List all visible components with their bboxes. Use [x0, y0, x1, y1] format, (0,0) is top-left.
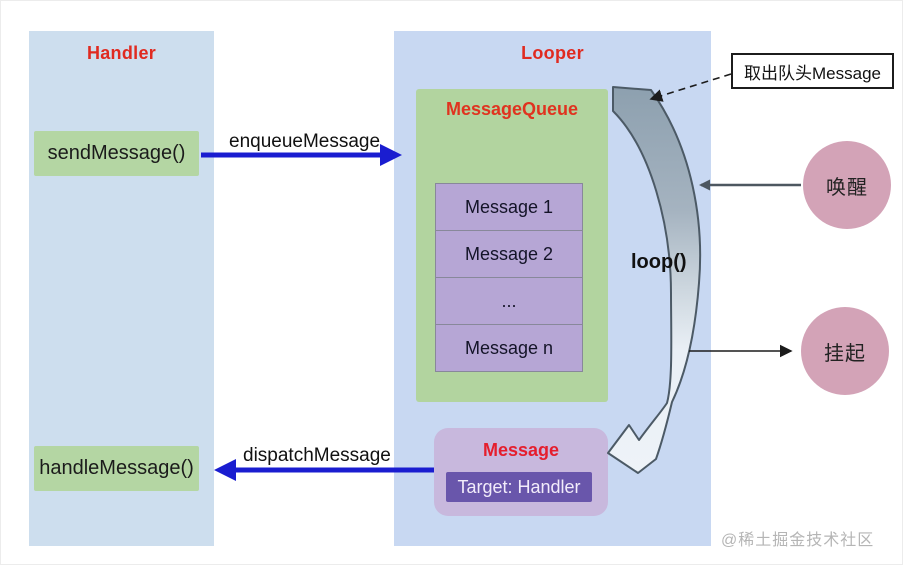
- suspend-circle: 挂起: [801, 307, 889, 395]
- message-list: Message 1 Message 2 ... Message n: [435, 183, 583, 372]
- handler-title: Handler: [86, 43, 157, 63]
- handle-message-box: handleMessage(): [34, 446, 199, 491]
- callout-box: 取出队头Message: [731, 53, 894, 89]
- watermark: @稀土掘金技术社区: [721, 532, 875, 549]
- enqueue-arrow-label: enqueueMessage: [229, 131, 381, 152]
- send-message-box: sendMessage(): [34, 131, 199, 176]
- message-queue-title: MessageQueue: [445, 99, 579, 119]
- message-card: Message Target: Handler: [434, 428, 608, 516]
- wake-circle: 唤醒: [803, 141, 891, 229]
- dispatch-arrow-label: dispatchMessage: [243, 445, 391, 466]
- message-row: Message n: [464, 337, 554, 358]
- message-card-title: Message: [482, 440, 560, 460]
- message-row: Message 2: [436, 231, 582, 278]
- target-handler-box: Target: Handler: [446, 472, 592, 502]
- loop-label: loop(): [631, 251, 687, 273]
- looper-title: Looper: [521, 43, 584, 63]
- message-row: ...: [436, 278, 582, 325]
- message-row: Message 1: [436, 184, 582, 231]
